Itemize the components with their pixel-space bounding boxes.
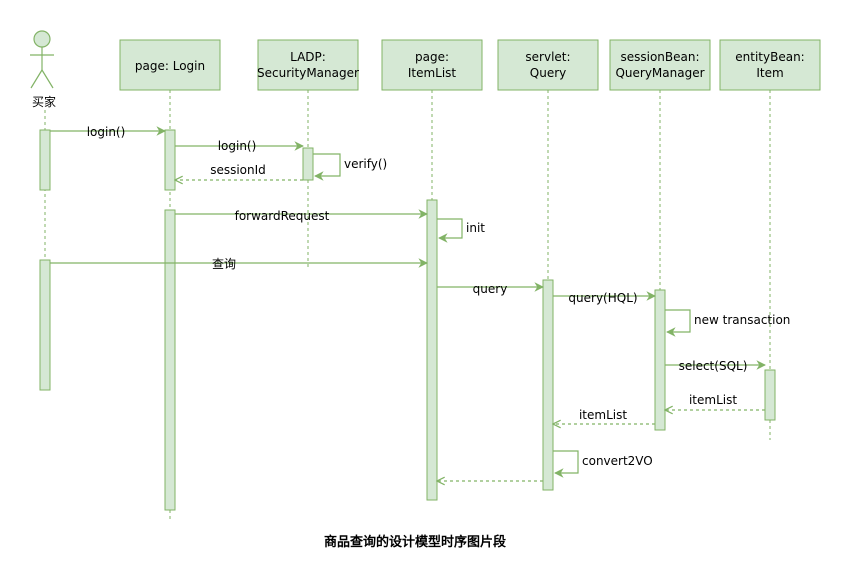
participant-qm-label-line2: QueryManager: [615, 66, 704, 80]
diagram-caption: 商品查询的设计模型时序图片段: [324, 534, 506, 550]
activation-actor-1: [39, 129, 51, 191]
message-init: [437, 218, 463, 243]
activation-login-2: [164, 209, 176, 511]
activation-qm: [654, 289, 666, 431]
label-init: init: [466, 221, 485, 235]
participant-query-label-line1: servlet:: [525, 50, 570, 64]
activation-item: [764, 369, 776, 421]
activation-query: [542, 279, 554, 491]
activation-actor-2: [39, 259, 51, 391]
label-itemlist-1: itemList: [689, 393, 737, 407]
participant-query-label-line2: Query: [530, 66, 566, 80]
activation-login-1: [164, 129, 176, 191]
participant-security-label-line2: SecurityManager: [257, 66, 359, 80]
participant-item-label-line2: Item: [756, 66, 783, 80]
actor-buyer: 买家: [30, 30, 56, 109]
label-query-hql: query(HQL): [568, 291, 637, 305]
label-login-2: login(): [218, 139, 257, 153]
label-sessionid: sessionId: [210, 163, 266, 177]
participant-itemlist: page: ItemList: [381, 39, 483, 91]
activation-security: [302, 147, 314, 181]
message-convert2vo: [553, 450, 579, 478]
label-new-transaction: new transaction: [694, 313, 790, 327]
actor-label: 买家: [32, 94, 56, 109]
participant-query-manager: sessionBean: QueryManager: [609, 39, 711, 91]
label-convert2vo: convert2VO: [582, 454, 653, 468]
label-login-1: login(): [87, 125, 126, 139]
message-verify: [313, 153, 341, 181]
label-forward-request: forwardRequest: [235, 209, 330, 223]
participant-itemlist-label-line2: ItemList: [408, 66, 457, 80]
label-itemlist-2: itemList: [579, 408, 627, 422]
label-query: query: [473, 282, 508, 296]
participant-qm-label-line1: sessionBean:: [620, 50, 699, 64]
message-new-transaction: [665, 309, 691, 337]
participant-security-manager: LADP: SecurityManager: [257, 39, 359, 91]
participant-security-label-line1: LADP:: [290, 50, 326, 64]
label-query-cn: 查询: [212, 257, 236, 271]
participant-itemlist-label-line1: page:: [415, 50, 449, 64]
participant-item-entity: entityBean: Item: [719, 39, 821, 91]
participant-login-label: page: Login: [135, 59, 205, 73]
participant-query-servlet: servlet: Query: [497, 39, 599, 91]
participant-item-label-line1: entityBean:: [735, 50, 804, 64]
label-select-sql: select(SQL): [679, 359, 748, 373]
label-verify: verify(): [344, 157, 387, 171]
participant-login: page: Login: [119, 39, 221, 91]
activation-itemlist: [426, 199, 438, 501]
